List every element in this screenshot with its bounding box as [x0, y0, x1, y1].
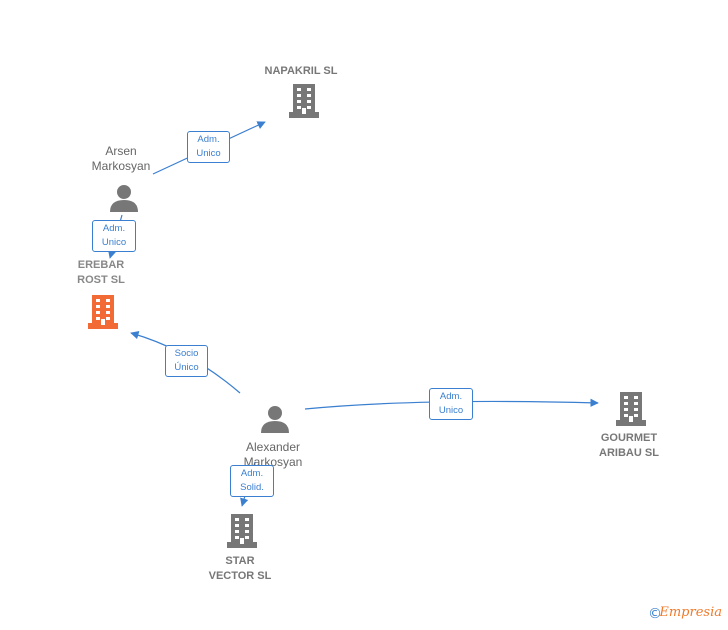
- napakril-building-icon[interactable]: [289, 84, 319, 118]
- edge-label-alexander-gourmet: Adm. Unico: [429, 388, 473, 420]
- brand-logo[interactable]: Empresia: [659, 605, 722, 620]
- edge-label-alexander-erebar: Socio Único: [165, 345, 208, 377]
- napakril-label[interactable]: NAPAKRIL SL: [264, 65, 338, 77]
- erebar-building-icon[interactable]: [88, 295, 118, 329]
- star-building-icon[interactable]: [227, 514, 257, 548]
- edge-label-alexander-star: Adm. Solid.: [230, 465, 274, 497]
- edge-label-arsen-erebar: Adm. Unico: [92, 220, 136, 252]
- edge-label-arsen-napakril: Adm. Unico: [187, 131, 230, 163]
- alexander-person-icon[interactable]: [261, 406, 289, 433]
- arsen-person-icon[interactable]: [110, 185, 138, 212]
- copyright-icon: ©: [648, 606, 662, 622]
- erebar-label[interactable]: EREBAR ROST SL: [77, 259, 125, 286]
- star-label[interactable]: STAR VECTOR SL: [208, 555, 272, 582]
- arsen-label[interactable]: Arsen Markosyan: [91, 144, 151, 173]
- gourmet-label[interactable]: GOURMET ARIBAU SL: [599, 432, 659, 459]
- gourmet-building-icon[interactable]: [616, 392, 646, 426]
